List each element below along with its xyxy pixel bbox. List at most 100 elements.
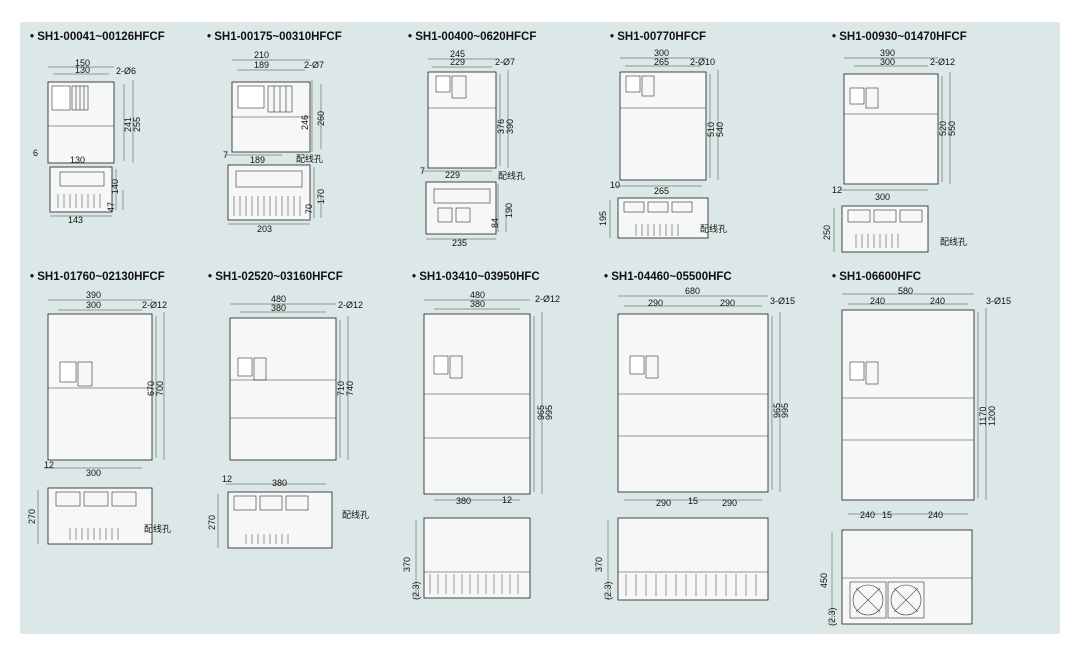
dim-pitch-right: 240 xyxy=(930,296,945,306)
dim-width: 150 xyxy=(75,58,90,68)
dim-bottom-pitch: 300 xyxy=(86,468,101,478)
front-view xyxy=(841,309,975,501)
dim-bottom-width: 203 xyxy=(257,224,272,234)
model-title: • SH1-01760~02130HFCF xyxy=(30,271,165,283)
dim-hole: 2-Ø12 xyxy=(338,300,363,310)
model-4: • SH1-00770HFCF 300 265 2-Ø10 510 540 10… xyxy=(598,31,727,239)
dim-pitch-left: 240 xyxy=(870,296,885,306)
dim-hole: 3-Ø15 xyxy=(770,296,795,306)
keypad-panel xyxy=(435,75,451,93)
fan-left xyxy=(849,581,887,619)
dim-bottom-pitch: 380 xyxy=(456,496,471,506)
dim-bottom-left: 290 xyxy=(656,498,671,508)
wiring-hole-label: 配线孔 xyxy=(940,236,967,248)
model-title: • SH1-00041~00126HFCF xyxy=(30,31,165,43)
dim-width: 480 xyxy=(470,290,485,300)
model-title: • SH1-02520~03160HFCF xyxy=(208,271,343,283)
dim-side: 12 xyxy=(222,474,232,484)
dim-hole: 2-Ø7 xyxy=(304,60,324,70)
dim-side: 10 xyxy=(610,180,620,190)
dim-height: 390 xyxy=(505,119,515,134)
dim-width: 210 xyxy=(254,50,269,60)
dim-depth: 250 xyxy=(822,225,832,240)
dim-height: 995 xyxy=(544,405,554,420)
front-view xyxy=(229,317,337,461)
dim-depth: 195 xyxy=(598,211,608,226)
dimension-drawings: • SH1-00041~00126HFCF 150 130 2-Ø6 241 2… xyxy=(27,31,1011,626)
dim-bottom-pitch: 265 xyxy=(654,186,669,196)
dim-hole: 2-Ø12 xyxy=(930,57,955,67)
dim-hole: 2-Ø10 xyxy=(690,57,715,67)
dimension-sheet: • SH1-00041~00126HFCF 150 130 2-Ø6 241 2… xyxy=(20,22,1060,634)
bottom-view xyxy=(617,517,769,601)
dim-width: 580 xyxy=(898,286,913,296)
front-view xyxy=(47,313,153,461)
dim-width: 390 xyxy=(86,290,101,300)
fan-right xyxy=(887,581,925,619)
model-title: • SH1-00175~00310HFCF xyxy=(207,31,342,43)
dim-mount-height: 246 xyxy=(300,115,310,130)
front-view xyxy=(423,313,531,495)
dim-side: 12 xyxy=(832,185,842,195)
dim-width: 680 xyxy=(685,286,700,296)
keypad-panel xyxy=(237,85,265,109)
model-8: • SH1-03410~03950HFC 480 380 2-Ø12 965 9… xyxy=(402,271,560,600)
dim-width: 390 xyxy=(880,48,895,58)
model-title: • SH1-00400~0620HFCF xyxy=(408,31,536,43)
dim-mount-height: 376 xyxy=(496,119,506,134)
dim-mount-height: 965 xyxy=(536,405,546,420)
wiring-hole-label: 配线孔 xyxy=(498,170,525,182)
model-6: • SH1-01760~02130HFCF 390 300 2-Ø12 670 … xyxy=(27,271,171,545)
dim-hole-pitch: 130 xyxy=(75,65,90,75)
keypad-panel xyxy=(629,355,645,375)
dim-hole-pitch: 229 xyxy=(450,57,465,67)
dim-depth-2: 70 xyxy=(304,204,314,214)
dim-hole-pitch: 300 xyxy=(86,300,101,310)
dim-depth: 370 xyxy=(402,557,412,572)
model-title: • SH1-04460~05500HFC xyxy=(604,271,732,283)
keypad-panel xyxy=(51,85,71,111)
bottom-view xyxy=(841,529,973,625)
dim-height: 540 xyxy=(715,122,725,137)
dim-hole: 3-Ø15 xyxy=(986,296,1011,306)
dim-depth: 140 xyxy=(110,179,120,194)
dim-depth: 270 xyxy=(207,515,217,530)
dim-height: 740 xyxy=(345,381,355,396)
bottom-view xyxy=(423,517,531,599)
dim-height: 255 xyxy=(132,117,142,132)
model-1: • SH1-00041~00126HFCF 150 130 2-Ø6 241 2… xyxy=(30,31,165,225)
dim-mount-height: 241 xyxy=(123,117,133,132)
dim-side: 6 xyxy=(33,148,38,158)
bottom-view xyxy=(617,197,709,239)
dim-depth: 190 xyxy=(504,203,514,218)
model-title: • SH1-03410~03950HFC xyxy=(412,271,540,283)
dim-mount-height: 965 xyxy=(772,403,782,418)
dim-hole: 2-Ø12 xyxy=(142,300,167,310)
model-2: • SH1-00175~00310HFCF 210 189 2-Ø7 246 2… xyxy=(207,31,342,234)
model-title: • SH1-06600HFC xyxy=(832,271,921,283)
dim-width: 300 xyxy=(654,48,669,58)
dim-hole: 2-Ø12 xyxy=(535,294,560,304)
dim-pitch-left: 290 xyxy=(648,298,663,308)
dim-depth-2: (2.3) xyxy=(827,607,837,626)
wiring-hole-label: 配线孔 xyxy=(342,509,369,521)
model-9: • SH1-04460~05500HFC 680 290 290 3-Ø15 9… xyxy=(594,271,795,601)
dim-bottom-right: 240 xyxy=(928,510,943,520)
dim-bottom-pitch: 229 xyxy=(445,170,460,180)
bottom-view xyxy=(841,205,929,253)
dim-bottom-pitch: 189 xyxy=(250,155,265,165)
keypad-panel xyxy=(237,357,253,377)
keypad-panel xyxy=(433,355,449,375)
model-7: • SH1-02520~03160HFCF 480 380 2-Ø12 710 … xyxy=(207,271,369,549)
dim-bottom-gap: 15 xyxy=(688,496,698,506)
dim-mount-height: 510 xyxy=(706,122,716,137)
keypad-panel xyxy=(59,361,77,383)
dim-bottom-right: 290 xyxy=(722,498,737,508)
model-5: • SH1-00930~01470HFCF 390 300 2-Ø12 520 … xyxy=(822,31,967,253)
dim-depth: 170 xyxy=(316,189,326,204)
dim-height: 995 xyxy=(780,403,790,418)
dim-hole: 2-Ø7 xyxy=(495,57,515,67)
dim-width: 480 xyxy=(271,294,286,304)
dim-depth: 270 xyxy=(27,509,37,524)
dim-bottom-width: 235 xyxy=(452,238,467,248)
